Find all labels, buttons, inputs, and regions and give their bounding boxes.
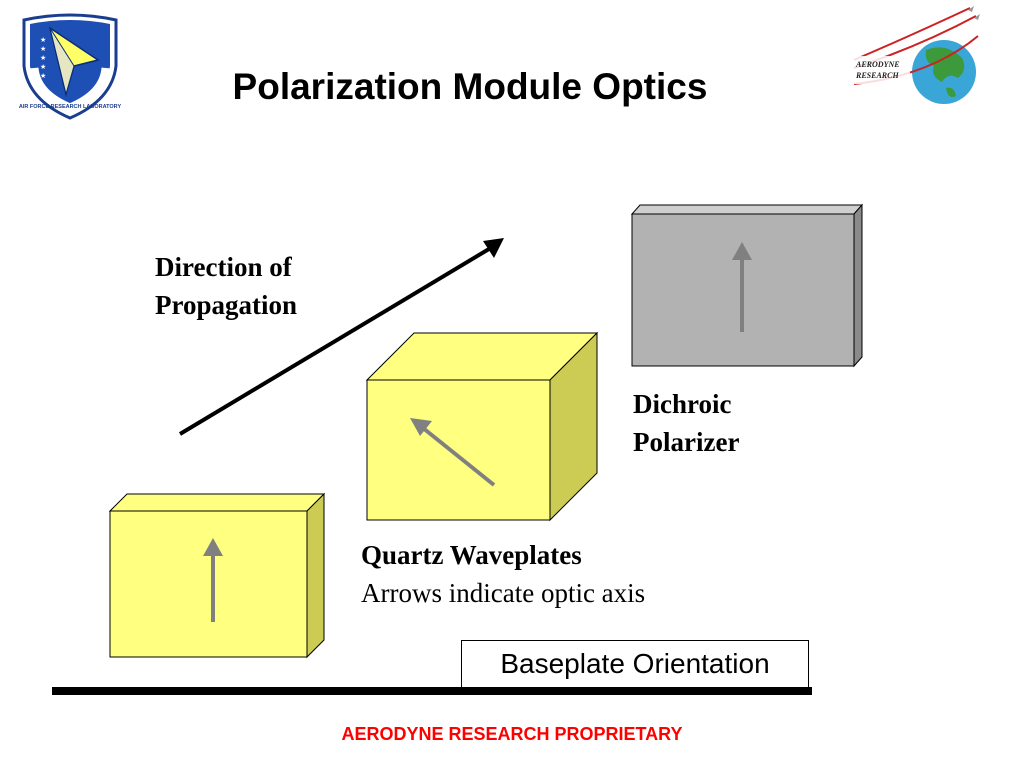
afrl-logo: ★★★ ★★ AIR FORCE RESEARCH LABORATORY: [19, 13, 122, 120]
waveplates-note: Arrows indicate optic axis: [361, 578, 646, 608]
svg-text:★: ★: [40, 54, 46, 62]
dichroic-label-line2: Polarizer: [633, 427, 740, 457]
direction-label: Direction of Propagation: [155, 248, 297, 324]
aerodyne-logo-text-2: RESEARCH: [855, 71, 899, 80]
aerodyne-logo: AERODYNE RESEARCH: [852, 6, 980, 104]
dichroic-label-line1: Dichroic: [633, 389, 732, 419]
svg-text:★: ★: [40, 45, 46, 53]
optic-axis-arrow-icon: [732, 242, 752, 332]
direction-label-line2: Propagation: [155, 290, 298, 320]
dichroic-polarizer: [630, 203, 864, 368]
baseplate-label: Baseplate Orientation: [461, 640, 809, 688]
svg-text:★: ★: [40, 36, 46, 44]
propagation-arrow: [178, 238, 504, 436]
dichroic-label: Dichroic Polarizer: [633, 385, 739, 461]
footer-proprietary: AERODYNE RESEARCH PROPRIETARY: [341, 724, 683, 744]
page-title: Polarization Module Optics: [232, 66, 708, 107]
quartz-waveplate-1: [108, 492, 326, 659]
optic-axis-arrow-icon: [410, 418, 496, 487]
afrl-logo-text: AIR FORCE RESEARCH LABORATORY: [19, 104, 122, 110]
svg-text:★: ★: [40, 63, 46, 71]
waveplates-label: Quartz Waveplates Arrows indicate optic …: [361, 536, 645, 612]
direction-label-line1: Direction of: [155, 252, 292, 282]
waveplates-title: Quartz Waveplates: [361, 540, 582, 570]
svg-text:★: ★: [40, 72, 46, 80]
aerodyne-logo-text-1: AERODYNE: [855, 60, 900, 69]
optic-axis-arrow-icon: [203, 538, 223, 622]
quartz-waveplate-2: [365, 331, 599, 522]
